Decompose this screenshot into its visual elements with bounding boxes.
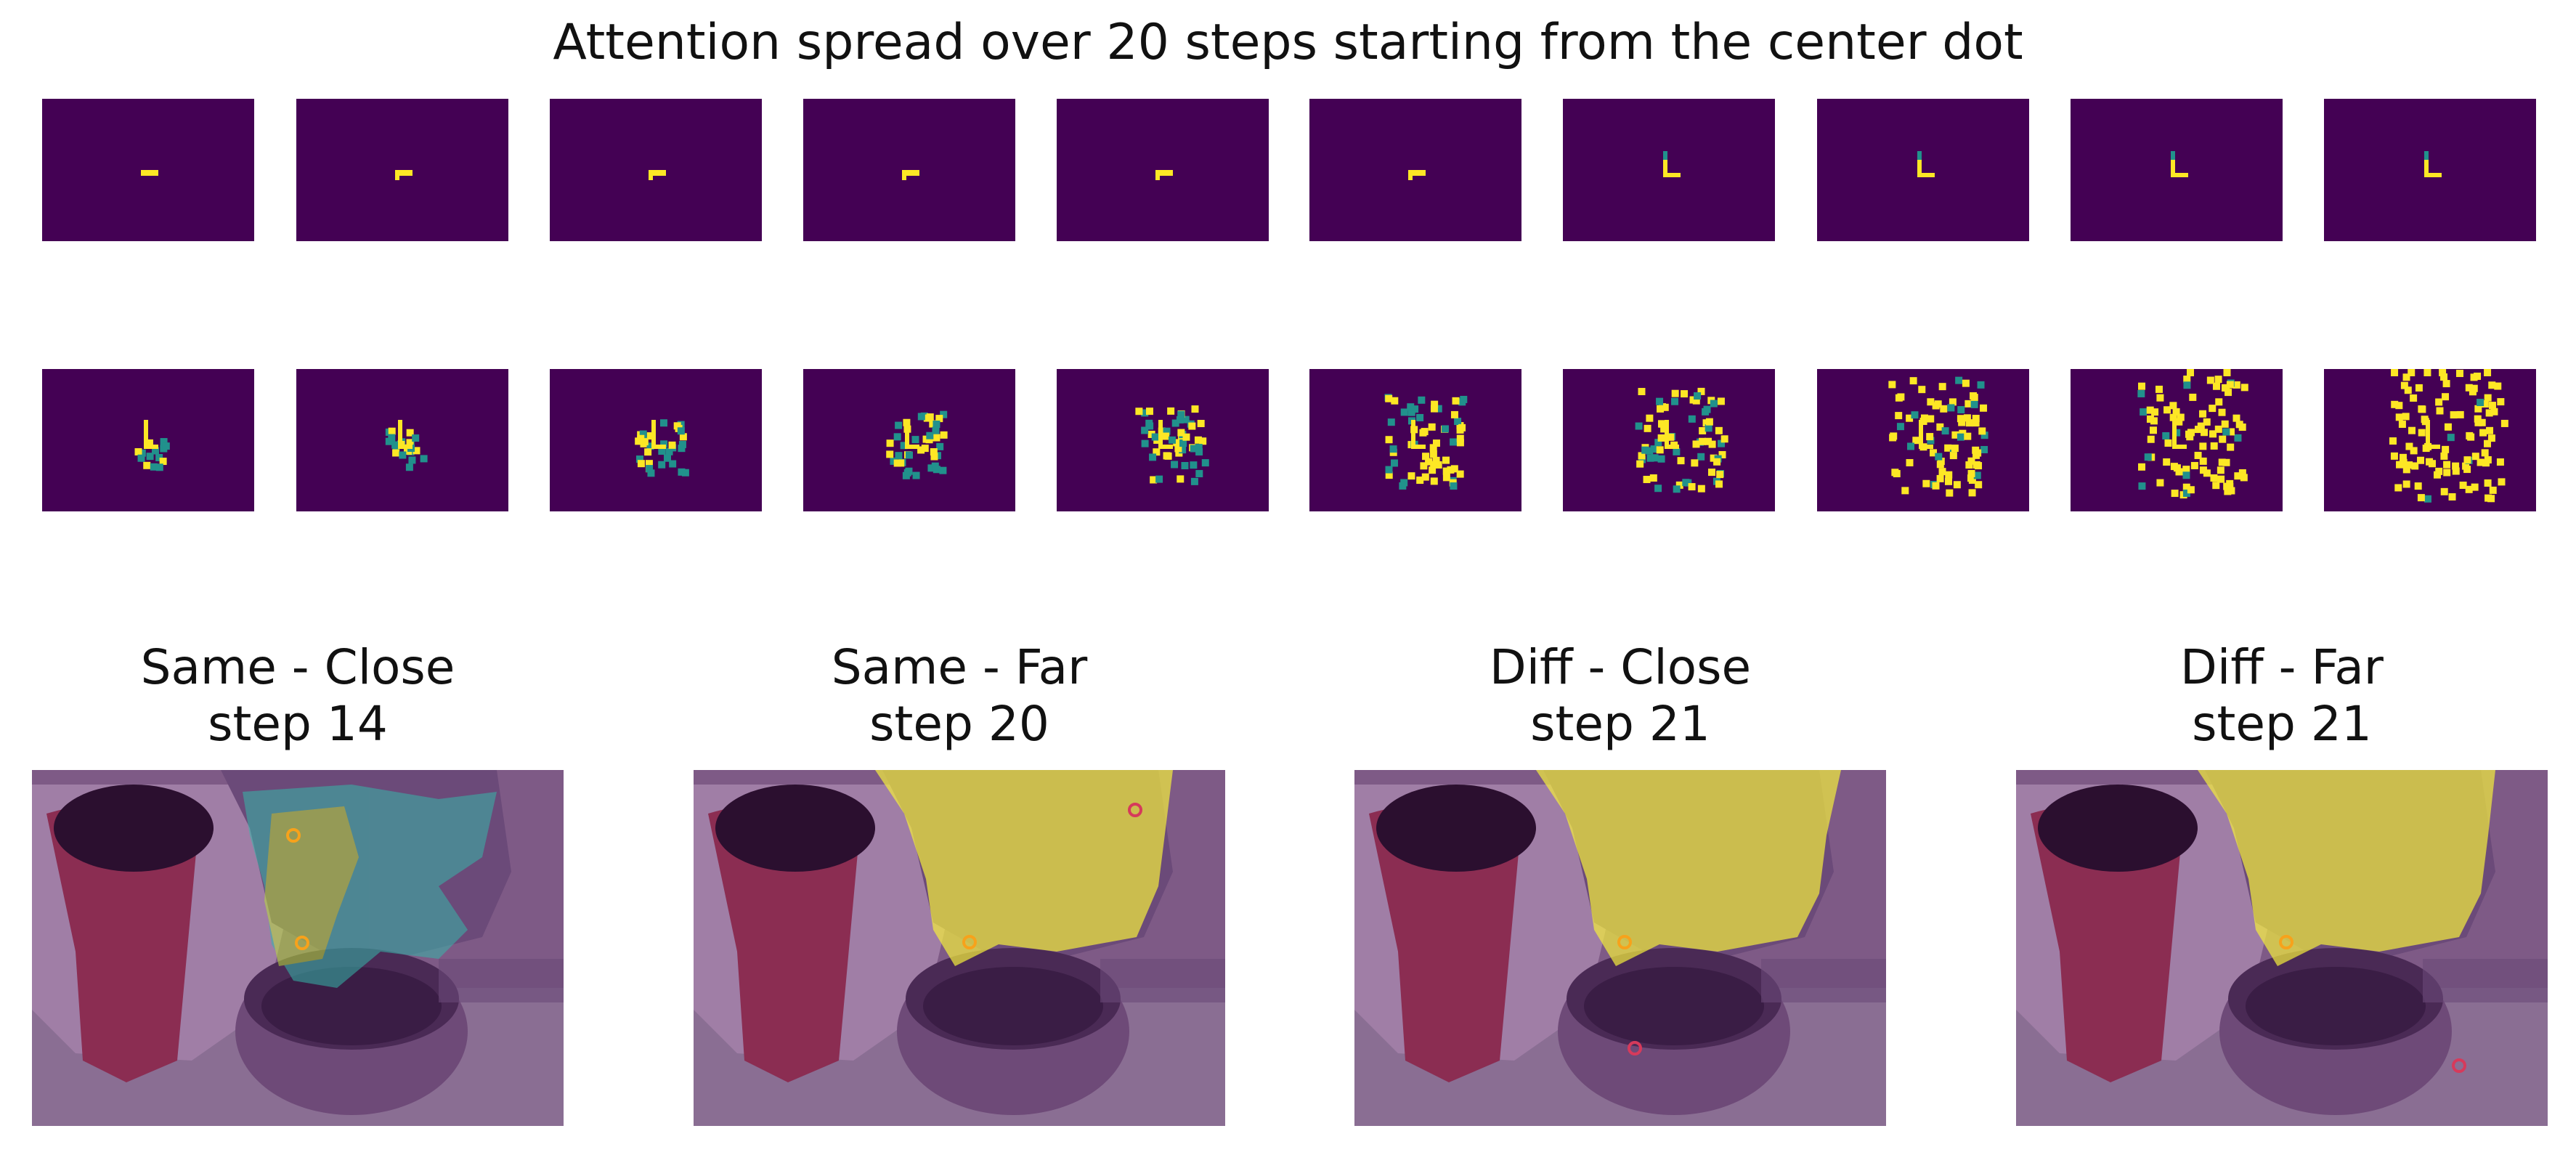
- attention-map: [1408, 170, 1426, 180]
- attention-step-thumbnail: [42, 369, 254, 511]
- attention-step-thumbnail: [2071, 99, 2283, 241]
- attention-step-thumbnail: [296, 369, 508, 511]
- attention-step-thumbnail: [803, 369, 1015, 511]
- attention-map: [2171, 151, 2188, 177]
- attention-step-thumbnail: [1817, 99, 2029, 241]
- attention-step-thumbnail: [42, 99, 254, 241]
- attention-map: [1663, 151, 1681, 177]
- steps-row-1: [0, 99, 2576, 241]
- steps-row-2: [0, 369, 2576, 511]
- attention-step-thumbnail: [2324, 369, 2536, 511]
- attention-map: [2389, 369, 2508, 503]
- attention-map: [1155, 170, 1173, 180]
- attention-step-thumbnail: [1817, 369, 2029, 511]
- attention-map: [134, 420, 170, 471]
- attention-map: [2424, 151, 2442, 177]
- attention-step-thumbnail: [550, 369, 762, 511]
- attention-step-thumbnail: [803, 99, 1015, 241]
- attention-map: [1384, 394, 1468, 490]
- attention-overlay-image: [32, 770, 564, 1126]
- attention-step-thumbnail: [1309, 369, 1521, 511]
- attention-map: [385, 420, 428, 471]
- panel-title: Diff - Far step 21: [2180, 639, 2384, 752]
- attention-map: [2137, 369, 2248, 499]
- attention-map: [886, 410, 948, 479]
- scene-image: [1354, 770, 1886, 1126]
- scene-image: [2016, 770, 2548, 1126]
- attention-map: [902, 170, 919, 180]
- attention-step-thumbnail: [1057, 99, 1269, 241]
- panel-same-far: Same - Far step 20: [694, 639, 1225, 1126]
- scene-image: [694, 770, 1225, 1126]
- attention-step-thumbnail: [1309, 99, 1521, 241]
- attention-step-thumbnail: [296, 99, 508, 241]
- panel-title: Same - Close step 14: [140, 639, 455, 752]
- attention-map: [1888, 376, 1988, 497]
- attention-map: [1635, 387, 1728, 493]
- attention-map: [395, 170, 413, 180]
- attention-step-thumbnail: [1057, 369, 1269, 511]
- attention-map: [1917, 151, 1935, 177]
- attention-map: [1135, 405, 1209, 485]
- attention-map: [141, 170, 158, 176]
- panel-diff-far: Diff - Far step 21: [2016, 639, 2548, 1126]
- attention-overlay-image: [2016, 770, 2548, 1126]
- panel-title: Diff - Close step 21: [1489, 639, 1752, 752]
- panel-title: Same - Far step 20: [831, 639, 1088, 752]
- attention-step-thumbnail: [1563, 99, 1775, 241]
- attention-overlay-image: [1354, 770, 1886, 1126]
- scene-image: [32, 770, 564, 1126]
- attention-overlay-image: [694, 770, 1225, 1126]
- attention-step-thumbnail: [550, 99, 762, 241]
- attention-step-thumbnail: [2071, 369, 2283, 511]
- attention-step-thumbnail: [2324, 99, 2536, 241]
- figure-title: Attention spread over 20 steps starting …: [553, 14, 2023, 71]
- attention-map: [635, 419, 689, 477]
- attention-step-thumbnail: [1563, 369, 1775, 511]
- panel-diff-close: Diff - Close step 21: [1354, 639, 1886, 1126]
- attention-map: [649, 170, 666, 180]
- panel-same-close: Same - Close step 14: [32, 639, 564, 1126]
